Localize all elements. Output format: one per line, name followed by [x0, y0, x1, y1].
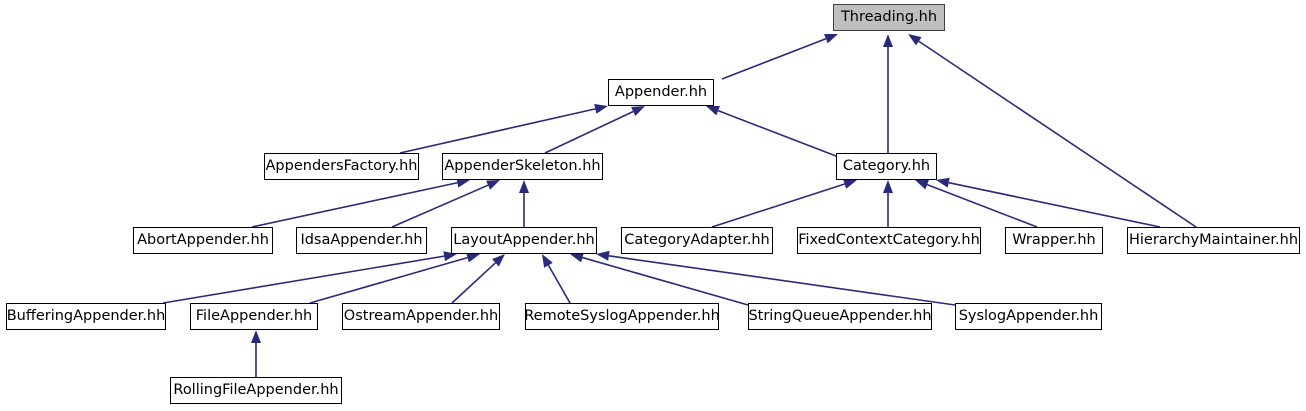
node-label: FixedContextCategory.hh: [798, 232, 980, 249]
node-label: BufferingAppender.hh: [6, 308, 166, 325]
node-label: RemoteSyslogAppender.hh: [524, 308, 720, 325]
arrowhead: [519, 180, 529, 193]
node-categoryadapter[interactable]: CategoryAdapter.hh: [621, 227, 773, 254]
node-fileappender[interactable]: FileAppender.hh: [190, 303, 318, 330]
edge-abortappender-to-appenderskeleton: [251, 177, 470, 228]
node-label: StringQueueAppender.hh: [748, 308, 932, 325]
node-label: AppendersFactory.hh: [265, 158, 418, 175]
arrowhead: [594, 103, 608, 114]
node-label: CategoryAdapter.hh: [624, 232, 770, 249]
node-label: SyslogAppender.hh: [958, 308, 1099, 325]
node-idsaappender[interactable]: IdsaAppender.hh: [296, 227, 427, 254]
node-label: AbortAppender.hh: [137, 232, 269, 249]
arrowhead: [251, 330, 261, 343]
arrowhead: [542, 254, 553, 268]
arrowhead: [570, 252, 584, 263]
arrowhead: [466, 252, 480, 263]
edge-category-to-threading: [883, 34, 893, 153]
edge-syslogappender-to-layoutappender: [596, 250, 956, 306]
edge-categoryadapter-to-category: [711, 179, 857, 228]
node-label: OstreamAppender.hh: [343, 308, 499, 325]
arrowhead: [908, 34, 922, 46]
edge-remotesyslogappender-to-layoutappender: [542, 254, 571, 304]
arrowhead: [486, 180, 500, 190]
node-appenderskeleton[interactable]: AppenderSkeleton.hh: [442, 153, 603, 180]
edge-hierarchymaintainer-to-threading: [908, 34, 1197, 228]
node-label: AppenderSkeleton.hh: [444, 158, 601, 175]
node-abortappender[interactable]: AbortAppender.hh: [133, 227, 273, 254]
node-stringqueueappender[interactable]: StringQueueAppender.hh: [748, 303, 932, 330]
edge-appenderskeleton-to-appender: [544, 106, 645, 154]
node-threading[interactable]: Threading.hh: [833, 4, 945, 31]
node-syslogappender[interactable]: SyslogAppender.hh: [955, 303, 1102, 330]
node-label: Appender.hh: [614, 84, 708, 101]
arrowhead: [631, 106, 645, 117]
edge-idsaappender-to-appenderskeleton: [391, 180, 500, 228]
edge-layoutappender-to-appenderskeleton: [519, 180, 529, 227]
arrowhead: [883, 180, 893, 193]
edge-appender-to-threading: [721, 34, 838, 80]
arrowhead: [824, 34, 838, 44]
node-label: FileAppender.hh: [195, 308, 313, 325]
node-bufferingappender[interactable]: BufferingAppender.hh: [6, 303, 166, 330]
arrowhead: [596, 250, 610, 261]
arrowhead: [706, 106, 720, 116]
arrowhead: [915, 180, 929, 190]
node-category[interactable]: Category.hh: [836, 153, 937, 180]
arrowhead: [843, 179, 857, 189]
node-label: Threading.hh: [840, 9, 938, 26]
arrowhead: [492, 254, 505, 267]
node-label: LayoutAppender.hh: [453, 232, 595, 249]
edge-ostreamappender-to-layoutappender: [451, 254, 505, 304]
edge-fileappender-to-layoutappender: [309, 252, 480, 304]
node-rollingfileappender[interactable]: RollingFileAppender.hh: [170, 377, 342, 404]
arrowhead: [936, 177, 950, 188]
node-ostreamappender[interactable]: OstreamAppender.hh: [342, 303, 500, 330]
edge-rollingfileappender-to-fileappender: [251, 330, 261, 377]
edge-category-to-appender: [706, 106, 837, 157]
arrowhead: [883, 34, 893, 47]
node-label: IdsaAppender.hh: [300, 232, 423, 249]
edge-appendersfactory-to-appender: [399, 103, 608, 154]
node-remotesyslogappender[interactable]: RemoteSyslogAppender.hh: [524, 303, 720, 330]
node-label: HierarchyMaintainer.hh: [1128, 232, 1299, 249]
edge-bufferingappender-to-layoutappender: [162, 251, 457, 304]
node-hierarchymaintainer[interactable]: HierarchyMaintainer.hh: [1127, 227, 1300, 254]
node-label: Category.hh: [842, 158, 931, 175]
edge-stringqueueappender-to-layoutappender: [570, 252, 749, 306]
node-fixedcontextcategory[interactable]: FixedContextCategory.hh: [797, 227, 981, 254]
edge-hierarchymaintainer-to-category: [936, 177, 1161, 228]
node-label: Wrapper.hh: [1012, 232, 1096, 249]
node-label: RollingFileAppender.hh: [173, 382, 339, 399]
edge-wrapper-to-category: [915, 180, 1038, 228]
arrowhead: [456, 177, 470, 188]
node-layoutappender[interactable]: LayoutAppender.hh: [451, 227, 597, 254]
node-wrapper[interactable]: Wrapper.hh: [1005, 227, 1103, 254]
edge-fixedcontextcategory-to-category: [883, 180, 893, 227]
node-appender[interactable]: Appender.hh: [608, 79, 714, 106]
node-appendersfactory[interactable]: AppendersFactory.hh: [264, 153, 419, 180]
